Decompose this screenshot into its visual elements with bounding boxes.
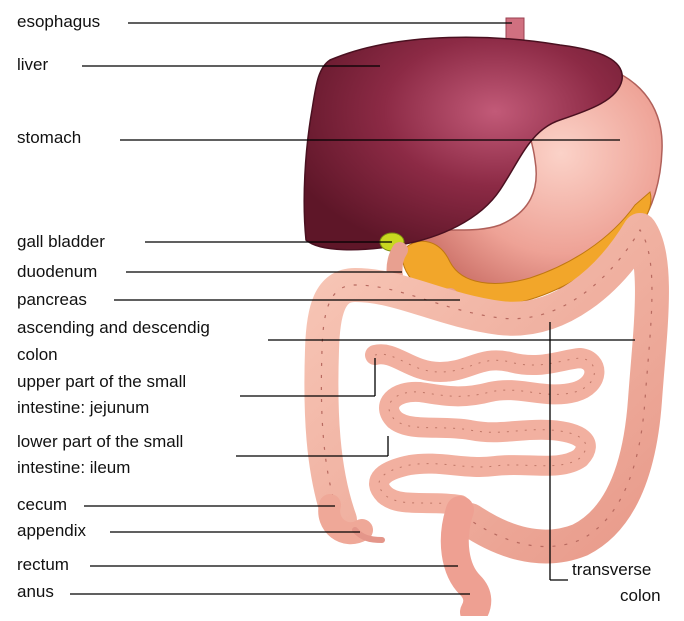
label-ileum-line2: intestine: ileum (17, 458, 130, 478)
label-pancreas: pancreas (17, 290, 87, 310)
label-gall-bladder: gall bladder (17, 232, 105, 252)
label-ascending-colon-line1: ascending and descendig (17, 318, 210, 338)
label-cecum: cecum (17, 495, 67, 515)
label-jejunum-line1: upper part of the small (17, 372, 186, 392)
label-transverse-colon-line2: colon (620, 586, 661, 606)
label-jejunum-line2: intestine: jejunum (17, 398, 149, 418)
label-stomach: stomach (17, 128, 81, 148)
label-anus: anus (17, 582, 54, 602)
small-intestine-shape (375, 354, 594, 505)
label-appendix: appendix (17, 521, 86, 541)
label-ascending-colon-line2: colon (17, 345, 58, 365)
label-transverse-colon-line1: transverse (572, 560, 651, 580)
label-esophagus: esophagus (17, 12, 100, 32)
label-rectum: rectum (17, 555, 69, 575)
label-liver: liver (17, 55, 48, 75)
label-duodenum: duodenum (17, 262, 97, 282)
label-ileum-line1: lower part of the small (17, 432, 183, 452)
